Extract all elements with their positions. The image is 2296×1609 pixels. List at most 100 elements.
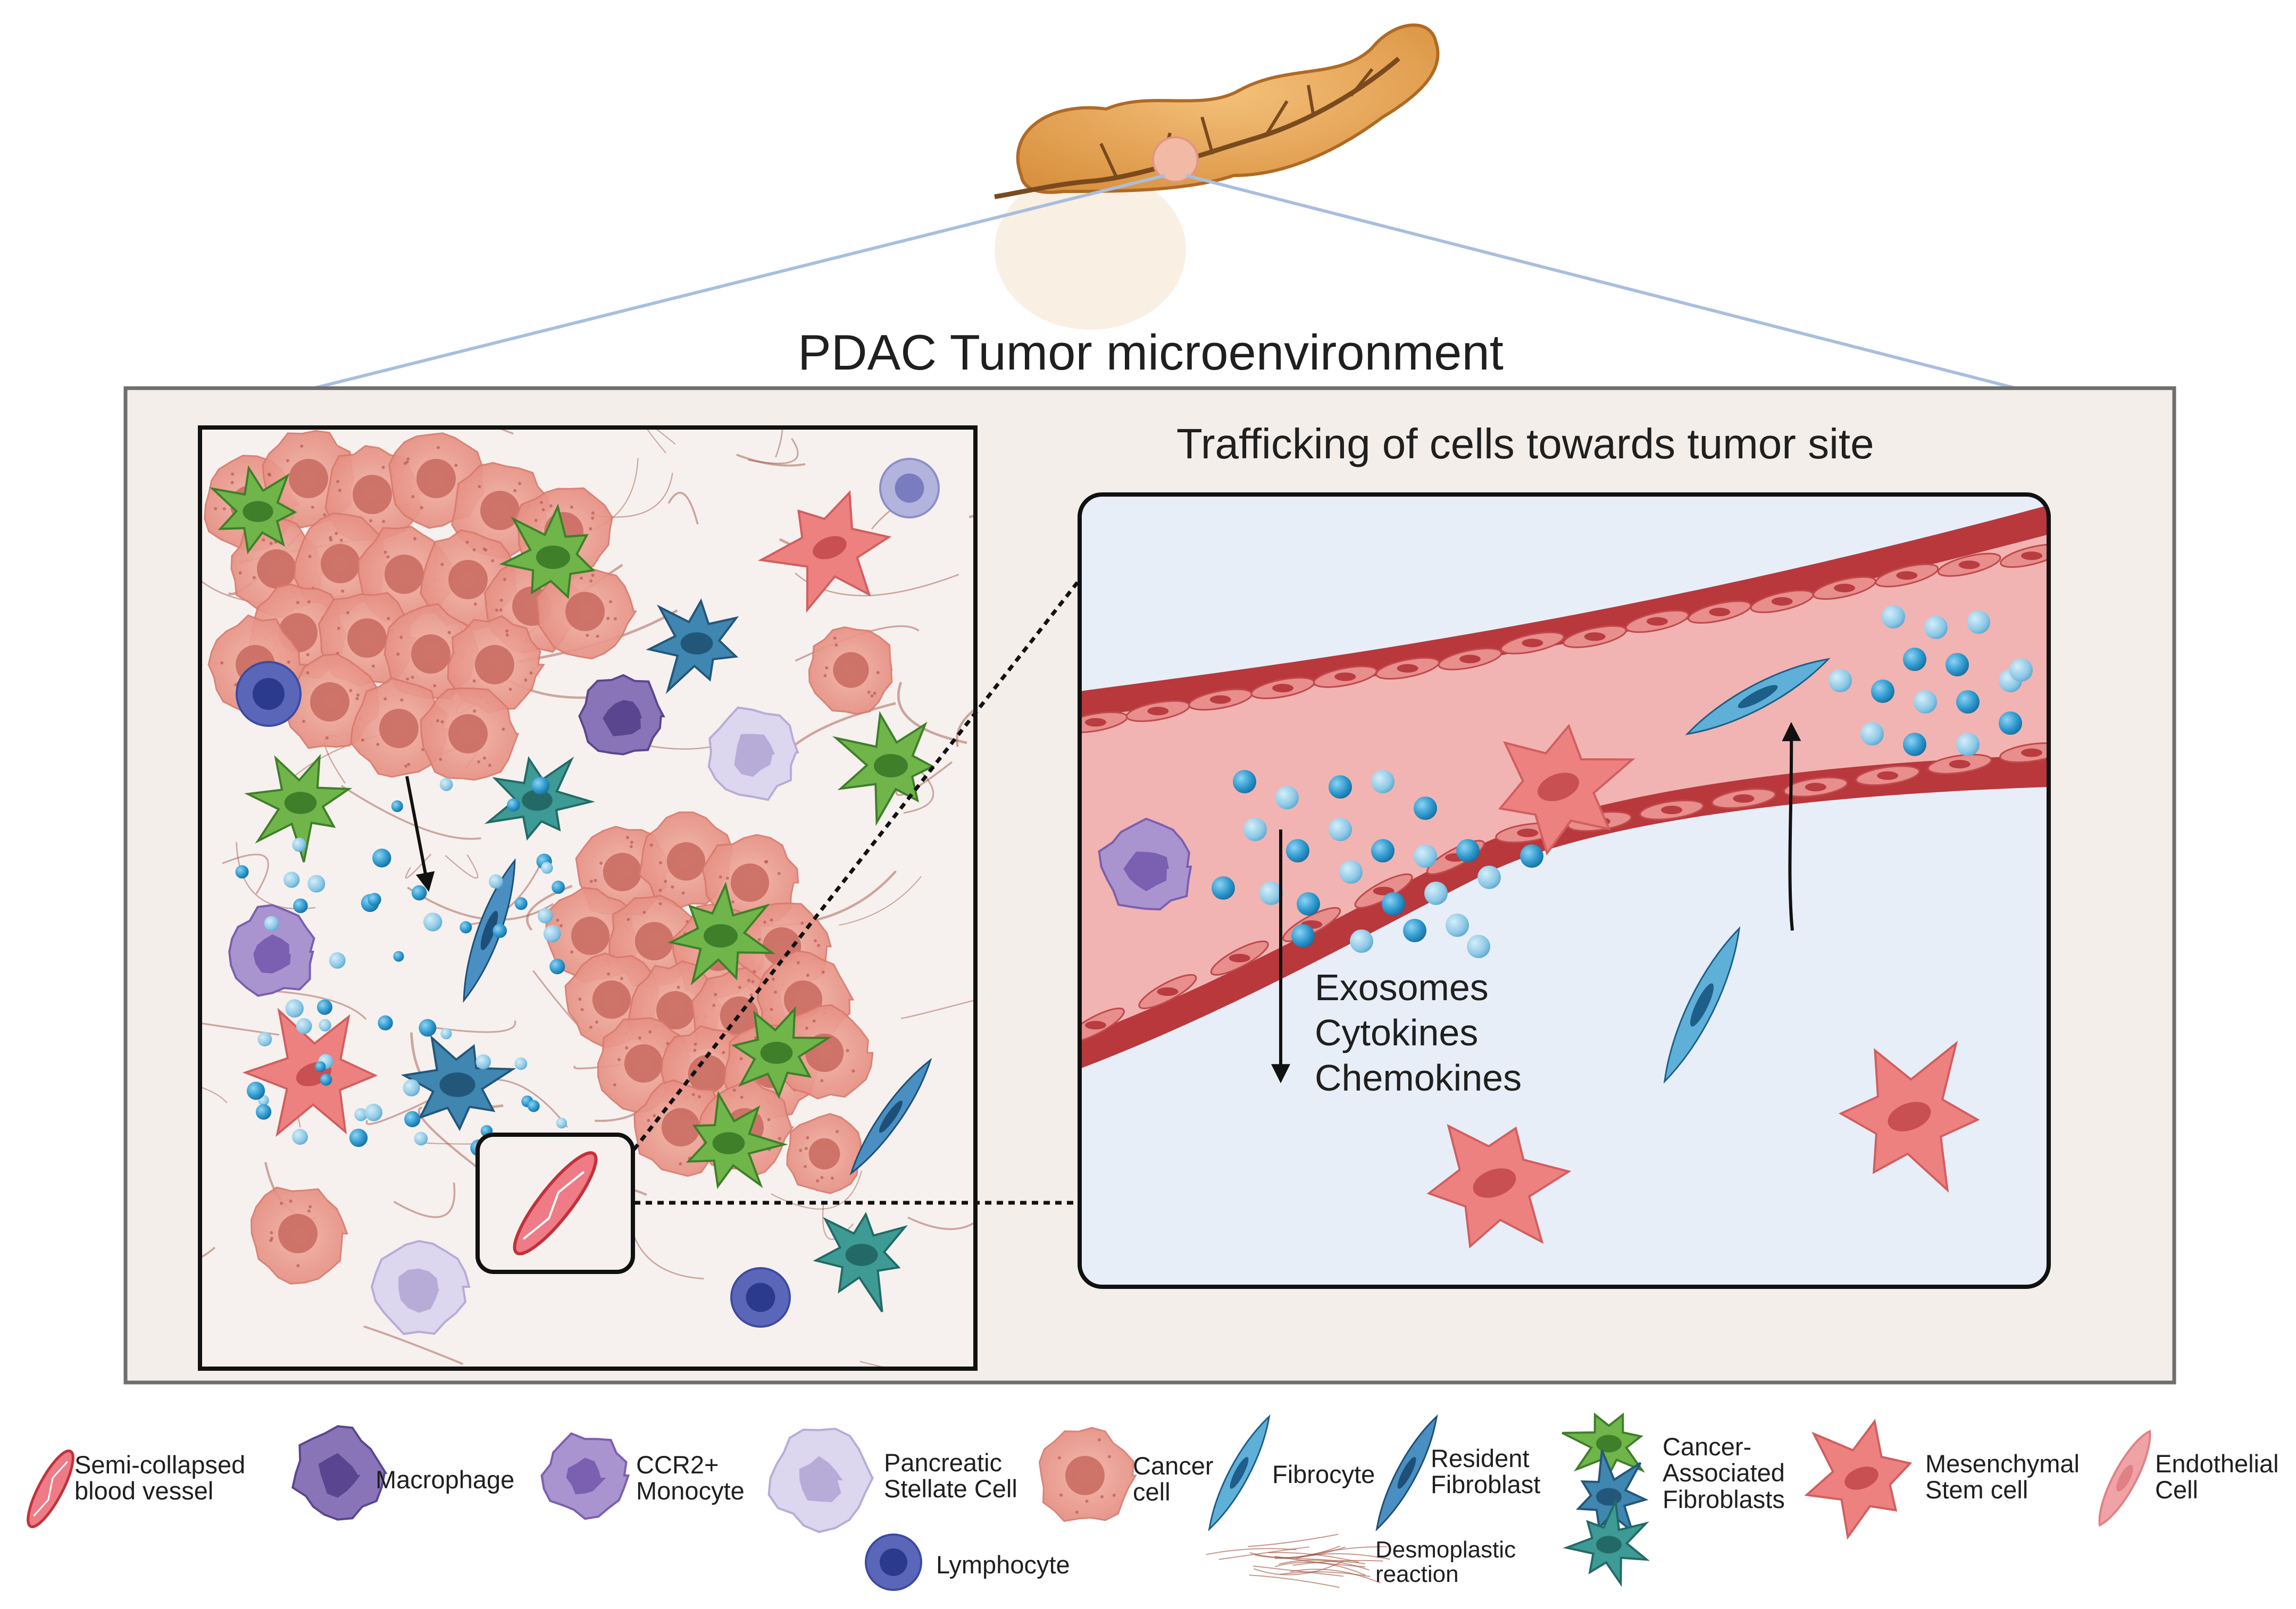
- exosome-particle: [1829, 669, 1852, 692]
- caf-cell: [646, 598, 739, 694]
- exosome-particle: [514, 1057, 528, 1070]
- dotted-connectors: [632, 578, 1081, 1205]
- legend-icon-caf-green: [1562, 1412, 1646, 1478]
- legend-icon-cancer-cell: [1038, 1427, 1137, 1522]
- legend-icon-fibrocyte: [1208, 1414, 1271, 1532]
- exosome-particle: [364, 1103, 383, 1121]
- exosome-particle: [1243, 818, 1267, 841]
- exosome-particle: [460, 921, 472, 934]
- exosome-particle: [1903, 733, 1926, 756]
- msc-cell: [1498, 724, 1635, 856]
- exosome-particle: [543, 925, 561, 943]
- exosome-particle: [1860, 722, 1884, 745]
- exosome-particle: [403, 1079, 420, 1096]
- exosome-particle: [320, 1074, 332, 1086]
- legend-label-lymphocyte: Lymphocyte: [936, 1551, 1070, 1579]
- exosome-particle: [372, 848, 391, 868]
- exosome-particle: [1382, 892, 1405, 916]
- exosome-particle: [1956, 733, 1980, 756]
- exosome-particle: [1371, 839, 1395, 862]
- legend-icon-resident-fibroblast: [1375, 1414, 1438, 1532]
- cancer-cell: [808, 626, 893, 715]
- msc-cell: [757, 490, 892, 613]
- legend-label-semi-collapsed-vessel: Semi-collapsed blood vessel: [74, 1451, 246, 1505]
- migration-arrow: [1782, 722, 1801, 931]
- exosome-particle: [235, 865, 249, 879]
- exosome-particle: [293, 898, 308, 914]
- exosome-particle: [307, 875, 325, 893]
- exosome-particle: [552, 881, 565, 894]
- exosome-particle: [541, 862, 553, 874]
- exosome-particle: [528, 1100, 540, 1112]
- exosome-particle: [393, 951, 404, 962]
- exosome-particle: [1967, 610, 1990, 634]
- exosome-particle: [1259, 882, 1283, 905]
- exosome-particle: [1424, 882, 1448, 905]
- exosome-particle: [1456, 839, 1480, 862]
- exosome-particle: [1286, 839, 1309, 862]
- exosome-particle: [1999, 711, 2022, 735]
- exosome-particle: [531, 776, 550, 795]
- exosome-particle: [492, 924, 507, 938]
- legend-label-desmoplastic: Desmoplastic reaction: [1375, 1537, 1516, 1588]
- legend-label-macrophage: Macrophage: [375, 1465, 515, 1494]
- exosome-particle: [319, 1019, 331, 1032]
- exosome-particle: [475, 1054, 491, 1070]
- macrophage: [578, 674, 665, 756]
- zoom-lines: [313, 174, 2016, 390]
- exosome-particle: [1403, 919, 1426, 942]
- trafficking-inset: [1078, 492, 2051, 1289]
- exosome-particle: [1882, 605, 1905, 628]
- caf-cell: [813, 1212, 908, 1313]
- exosome-particle: [283, 871, 300, 888]
- caf-cell: [832, 711, 935, 826]
- exosome-particle: [2009, 658, 2033, 682]
- inset-title: Trafficking of cells towards tumor site: [1176, 420, 1874, 467]
- exosome-particle: [1329, 818, 1352, 841]
- legend-icon-macrophage: [291, 1425, 388, 1521]
- vessel-zoom-box: [475, 1133, 635, 1274]
- legend-icon-stellate: [767, 1427, 874, 1533]
- exosome-particle: [1414, 844, 1437, 868]
- stellate-cell: [370, 1240, 471, 1335]
- exosome-particle: [1233, 770, 1256, 793]
- cancer-cell: [786, 1113, 862, 1194]
- caf-cell: [400, 1035, 516, 1132]
- fibrocyte: [1685, 658, 1831, 735]
- exosome-cloud: [235, 776, 567, 1157]
- legend-icon-msc: [1804, 1419, 1913, 1540]
- legend-label-ccr2-monocyte: CCR2+ Monocyte: [636, 1451, 745, 1505]
- exosome-particle: [440, 1028, 452, 1040]
- legend-label-msc: Mesenchymal Stem cell: [1925, 1449, 2080, 1504]
- exosome-particle: [285, 999, 304, 1018]
- exosome-particle: [537, 908, 553, 924]
- ccr2-monocyte: [228, 904, 315, 997]
- exosome-particle: [1903, 648, 1926, 671]
- legend-icon-vessel: [27, 1449, 74, 1528]
- fibrocyte: [1663, 926, 1741, 1084]
- caf-cell: [209, 465, 297, 555]
- exosome-particle: [423, 912, 442, 932]
- exosome-particle: [549, 959, 565, 975]
- exosome-particle: [255, 1104, 272, 1120]
- caf-cell: [667, 881, 776, 986]
- exosome-particle: [296, 1018, 312, 1034]
- caf-cell: [484, 756, 595, 841]
- caf-cell: [686, 1091, 788, 1189]
- exosome-particle: [1446, 914, 1469, 937]
- exosome-particle: [1275, 786, 1299, 809]
- msc-cell: [1838, 1041, 1980, 1193]
- label-cytokines: Cytokines: [1315, 1012, 1479, 1053]
- exosome-particle: [247, 1082, 265, 1100]
- label-chemokines: Chemokines: [1315, 1057, 1522, 1099]
- exosome-particle: [354, 1108, 368, 1121]
- exosome-particle: [488, 874, 503, 889]
- legend-label-resident-fibroblast: Resident Fibroblast: [1431, 1444, 1541, 1499]
- exosome-particle: [1477, 866, 1501, 889]
- exosome-particle: [1291, 924, 1315, 948]
- legend-label-pancreatic-stellate: Pancreatic Stellate Cell: [884, 1448, 1017, 1503]
- exosome-particle: [391, 800, 403, 812]
- exosome-particle: [411, 885, 427, 901]
- resident-fibroblast: [849, 1058, 932, 1176]
